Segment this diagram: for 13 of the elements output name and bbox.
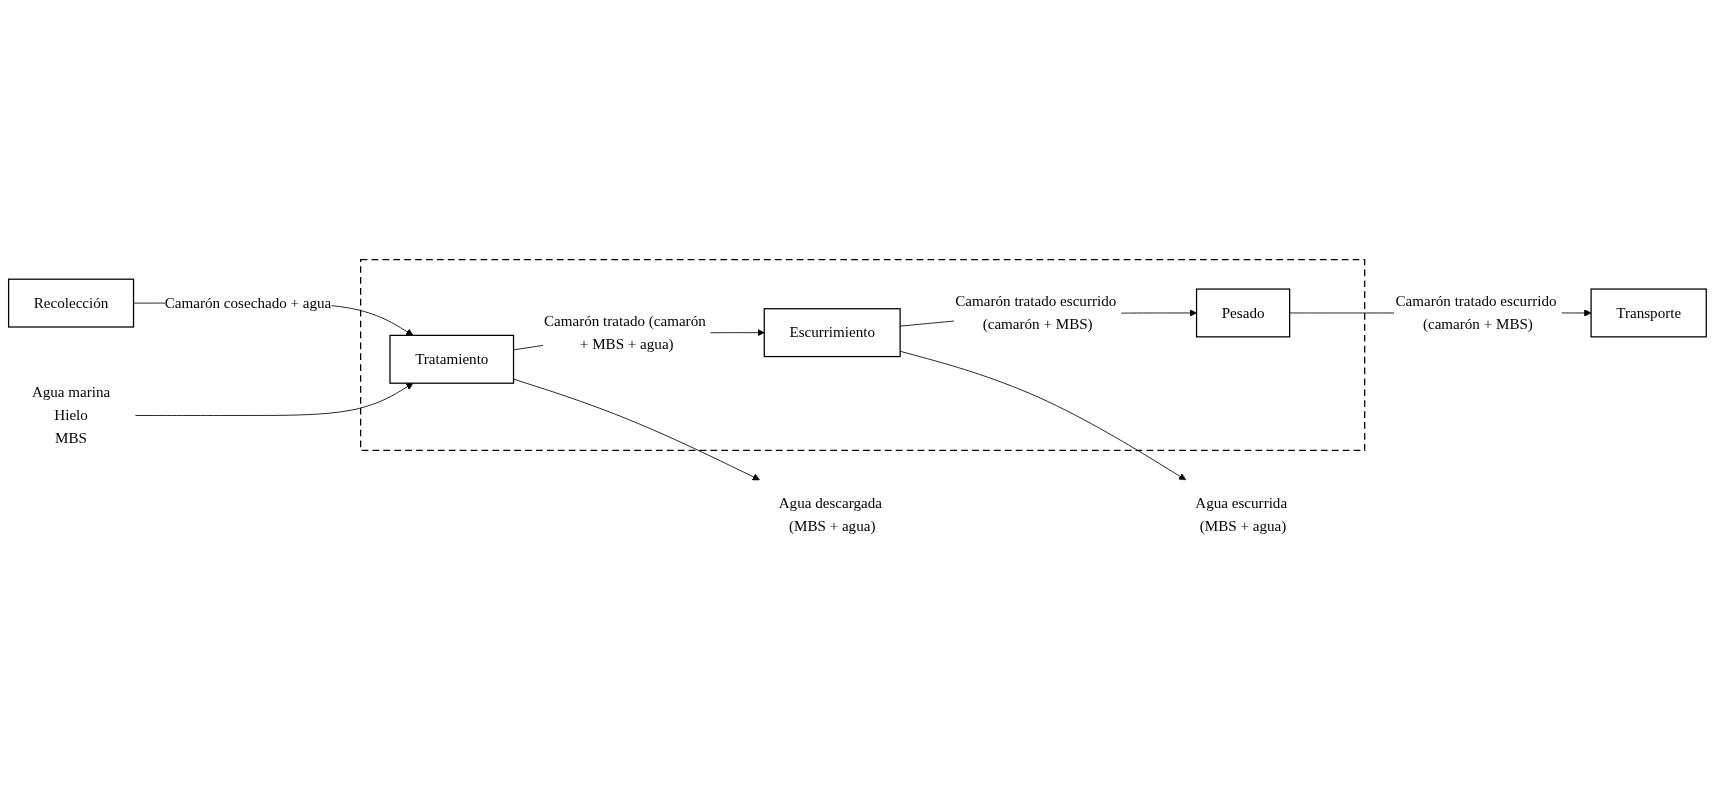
node-box: Transporte [1590,288,1707,338]
node-text: Agua marina Hielo MBS [31,384,111,447]
node-box: Tratamiento [389,334,515,384]
node-text: Agua escurrida (MBS + agua) [1195,494,1288,535]
node-box: Pesado [1195,288,1291,338]
node-box: Escurrimiento [763,308,901,358]
cluster [360,259,1366,452]
node-box: Recolección [7,278,135,328]
edge-label: Camarón tratado escurrido (camarón + MBS) [955,292,1117,333]
edge-label: Camarón tratado (camarón + MBS + agua) [543,312,706,352]
edge-label: Camarón cosechado + agua [164,294,332,312]
edge-label: Camarón tratado escurrido (camarón + MBS) [1395,292,1557,333]
node-text: Agua descargada (MBS + agua) [778,494,882,535]
